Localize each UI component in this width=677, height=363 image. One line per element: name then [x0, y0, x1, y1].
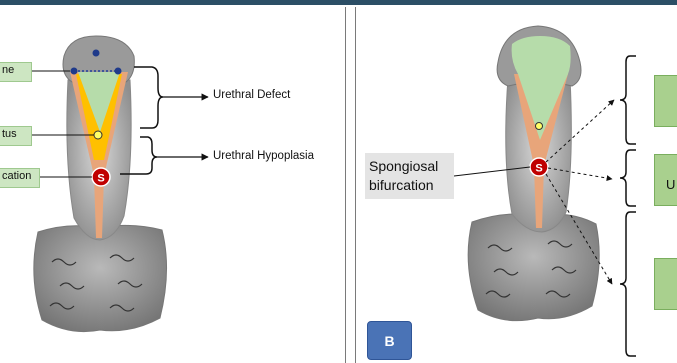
panel-a-label-box-bifurcation: cation	[0, 168, 40, 188]
panel-a-meatus	[94, 131, 102, 139]
label-urethral-hypoplasia: Urethral Hypoplasia	[213, 150, 314, 162]
panel-b-meatus	[536, 123, 543, 130]
panel-a-label-line: ne	[0, 63, 14, 78]
panel-b-right-box-middle: U	[654, 154, 677, 206]
panel-b-badge: B	[367, 321, 412, 360]
panel-a-label-bifurcation: cation	[0, 169, 31, 184]
panel-b-illustration: S	[454, 26, 636, 356]
panel-b-right-box-middle-text: U	[666, 177, 675, 192]
panel-a-scrotum	[34, 225, 167, 331]
spongiosal-bifurcation-box: Spongiosal bifurcation	[365, 153, 454, 199]
label-urethral-defect: Urethral Defect	[213, 89, 290, 101]
panel-b-s-symbol: S	[535, 163, 542, 175]
panel-a-s-symbol: S	[97, 173, 104, 185]
panel-a-label-meatus: tus	[0, 127, 17, 142]
spongiosal-bifurcation-label: Spongiosal bifurcation	[369, 157, 438, 195]
panel-b-right-box-bottom	[654, 258, 677, 310]
panel-a-label-box-line: ne	[0, 62, 32, 82]
panel-a-illustration: S	[30, 36, 208, 332]
panel-a-label-box-meatus: tus	[0, 126, 32, 146]
panel-b-right-box-top	[654, 75, 677, 127]
